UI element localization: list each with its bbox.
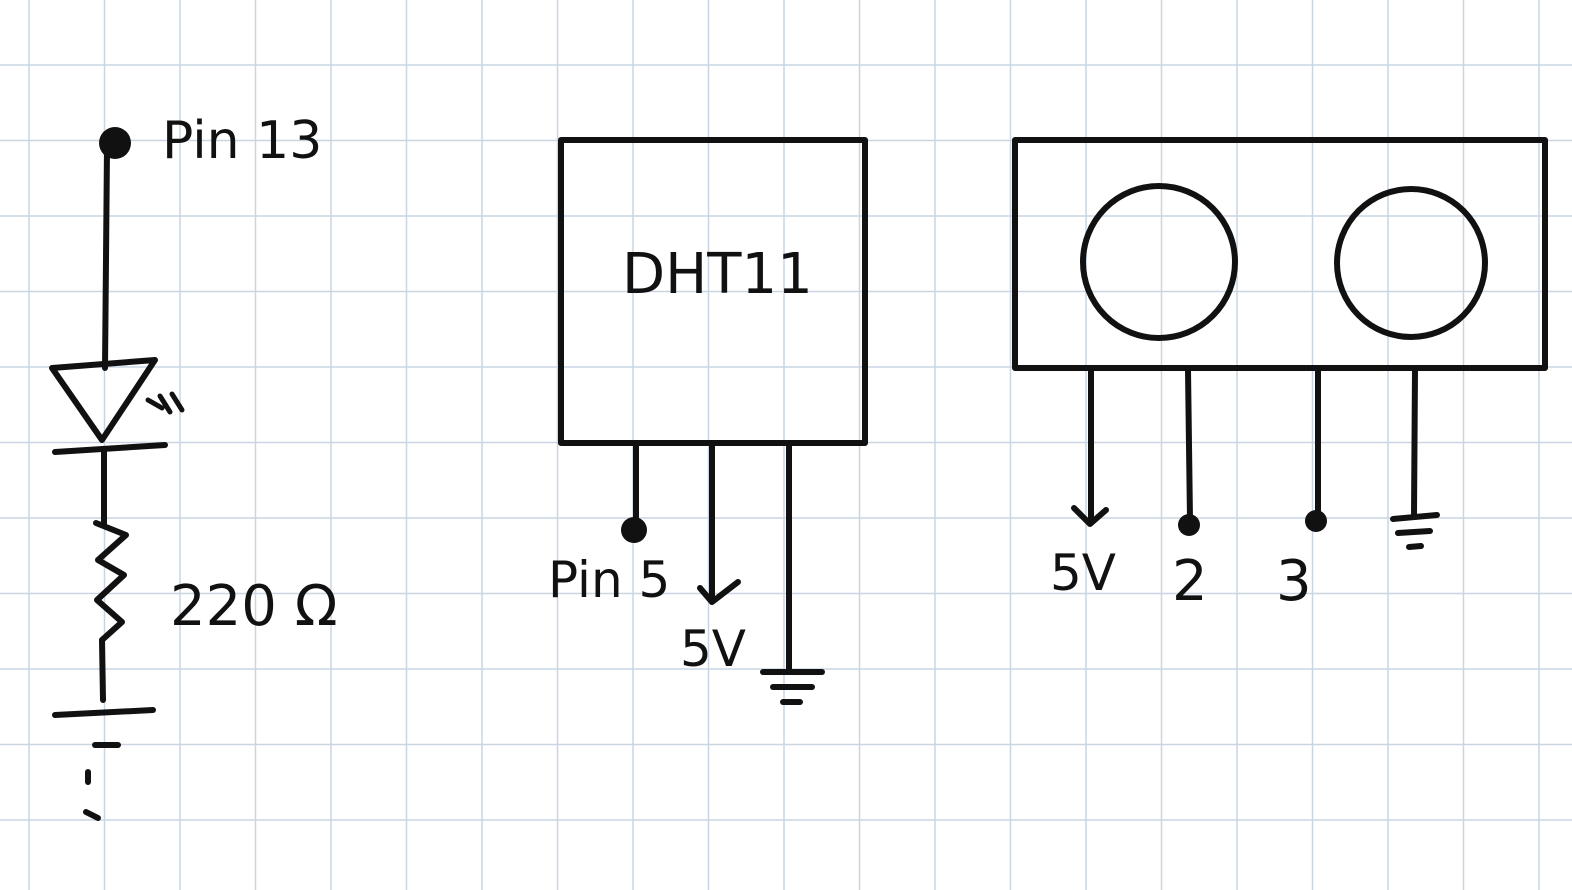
circle-icon bbox=[1080, 183, 1238, 341]
pin13-wire bbox=[102, 147, 110, 371]
ground-icon bbox=[52, 707, 156, 821]
led-circuit: Pin 13 220 Ω bbox=[49, 111, 337, 821]
ultrasonic-sensor: 5V 2 3 bbox=[1012, 137, 1548, 614]
dht11-data-node bbox=[621, 517, 647, 543]
ultrasonic-echo-node bbox=[1305, 510, 1327, 532]
ultrasonic-gnd-lead bbox=[1411, 367, 1418, 518]
ultrasonic-trig-label: 2 bbox=[1172, 549, 1208, 614]
ground-icon bbox=[1390, 512, 1440, 550]
resistor-label: 220 Ω bbox=[170, 574, 337, 639]
dht11-title: DHT11 bbox=[622, 242, 813, 307]
circle-icon bbox=[1334, 186, 1488, 340]
arrow-down-icon bbox=[697, 579, 741, 605]
pin13-node bbox=[99, 127, 131, 159]
ultrasonic-echo-label: 3 bbox=[1276, 549, 1312, 614]
ultrasonic-trig-node bbox=[1178, 514, 1200, 536]
pin13-label: Pin 13 bbox=[162, 111, 322, 171]
ultrasonic-body bbox=[1012, 137, 1548, 371]
resistor-icon bbox=[93, 520, 129, 703]
dht11-data-label: Pin 5 bbox=[548, 551, 670, 609]
dht11-vcc-label: 5V bbox=[680, 620, 746, 678]
ultrasonic-vcc-label: 5V bbox=[1050, 544, 1116, 602]
led-icon bbox=[49, 357, 185, 455]
ultrasonic-trig-lead bbox=[1185, 367, 1193, 523]
ground-icon bbox=[760, 669, 825, 705]
arrow-down-icon bbox=[1071, 505, 1109, 527]
dht11-sensor: DHT11 Pin 5 5V bbox=[548, 137, 868, 705]
